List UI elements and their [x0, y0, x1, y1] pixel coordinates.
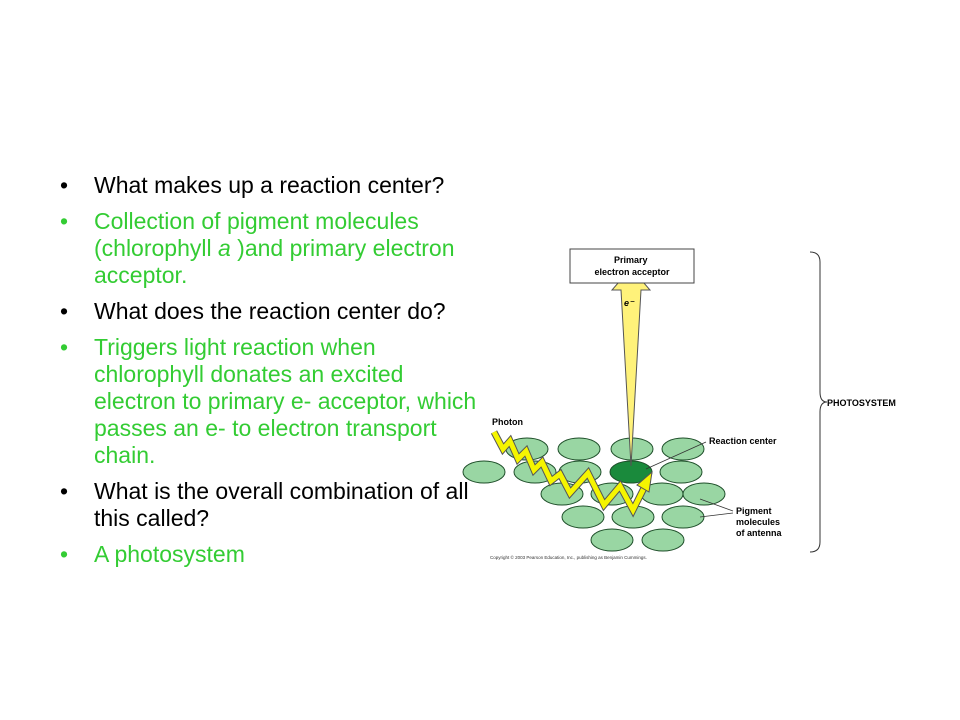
pigment-label: Pigment molecules of antenna — [736, 506, 783, 538]
bullet-text: Collection of pigment molecules (chlorop… — [94, 208, 455, 288]
bullet-list: • What makes up a reaction center? • Colle… — [60, 172, 480, 577]
pigment-molecule — [661, 505, 705, 529]
pigment-molecule — [590, 528, 634, 552]
primary-acceptor-label: Primary electron acceptor — [594, 255, 670, 277]
bullet-dot: • — [60, 208, 69, 234]
primary-acceptor-box — [569, 248, 695, 284]
primary-acceptor-line: electron acceptor — [594, 267, 670, 277]
bullet-question-3: • What is the overall combination of all … — [60, 478, 480, 532]
bullet-answer-3: • A photosystem — [60, 541, 480, 568]
pigment-molecule — [462, 460, 506, 484]
photon-label: Photon — [492, 417, 523, 427]
pigment-molecule — [661, 437, 705, 461]
bullet-dot: • — [60, 334, 69, 360]
bullet-dot: • — [60, 478, 69, 504]
pigment-molecule — [641, 528, 685, 552]
bullet-text: A photosystem — [94, 541, 245, 567]
bullet-answer-1: • Collection of pigment molecules (chloro… — [60, 208, 480, 289]
bullet-dot: • — [60, 172, 69, 198]
reaction-center-leader — [645, 441, 707, 470]
pigment-molecule — [557, 437, 601, 461]
pigment-molecule — [659, 460, 703, 484]
reaction-center-label: Reaction center — [709, 436, 777, 446]
electron-label: e⁻ — [624, 298, 635, 308]
bullet-answer-2: • Triggers light reaction when chlorophyl… — [60, 334, 480, 469]
pigment-label-line: of antenna — [736, 528, 782, 538]
photon-arrowhead — [636, 470, 653, 493]
pigment-molecule — [682, 482, 726, 506]
bullet-dot: • — [60, 298, 69, 324]
bullet-text: What is the overall combination of all t… — [94, 478, 469, 531]
pigment-leader — [699, 512, 734, 518]
primary-acceptor-line: Primary — [614, 255, 648, 265]
bullet-question-2: • What does the reaction center do? — [60, 298, 480, 325]
pigment-molecule — [561, 505, 605, 529]
copyright-text: Copyright © 2003 Pearson Education, Inc.… — [490, 554, 647, 560]
photosystem-brace — [809, 251, 828, 553]
bullet-text: Triggers light reaction when chlorophyll… — [94, 334, 477, 468]
pigment-label-line: molecules — [736, 517, 780, 527]
pigment-leader — [699, 498, 734, 512]
bullet-question-1: • What makes up a reaction center? — [60, 172, 480, 199]
photosystem-label: PHOTOSYSTEM — [827, 398, 896, 408]
photon-zigzag — [491, 430, 651, 516]
bullet-text: What does the reaction center do? — [94, 298, 446, 324]
pigment-label-line: Pigment — [736, 506, 772, 516]
bullet-dot: • — [60, 541, 69, 567]
bullet-text: What makes up a reaction center? — [94, 172, 445, 198]
